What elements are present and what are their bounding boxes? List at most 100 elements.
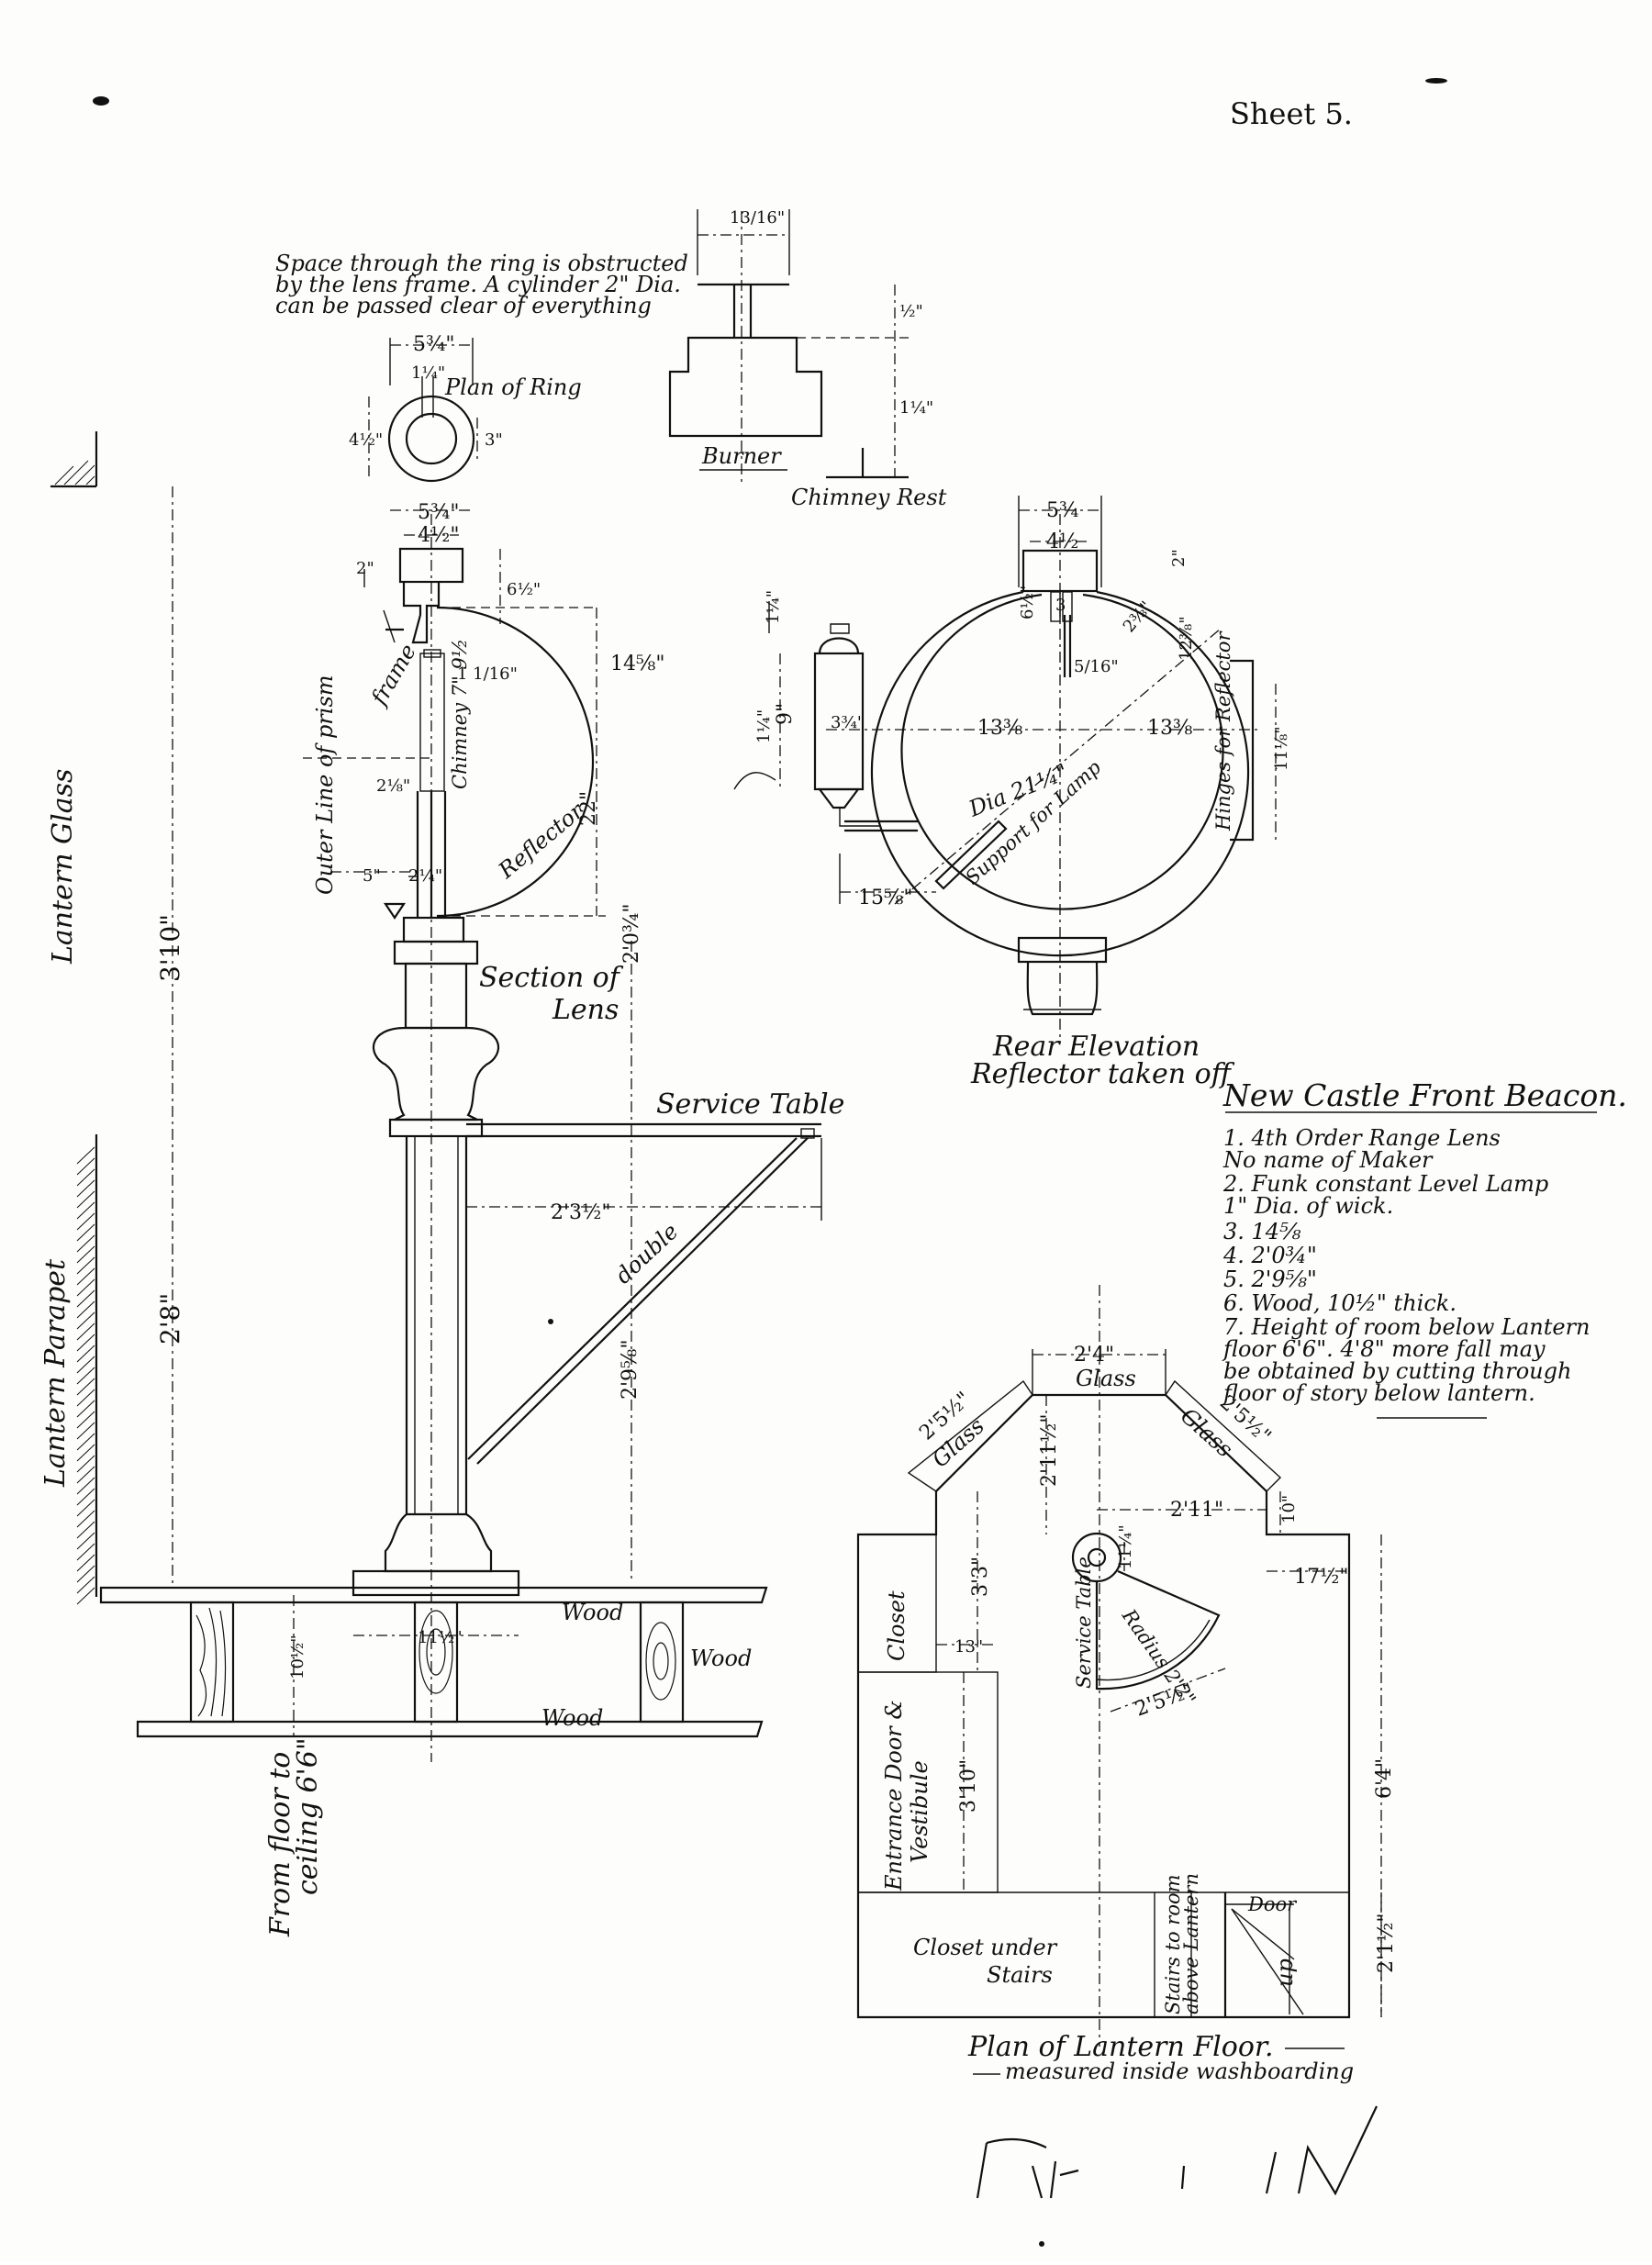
closet-under-label-2: Stairs [987,1962,1053,1988]
chimney-label: Chimney 7" 9½ [449,639,471,789]
ring-note-line-1: Space through the ring is obstructed [275,251,688,276]
lantern-glass-label: Lantern Glass [47,769,79,965]
dim-p33: 3'3" [969,1556,992,1597]
dim-s6: 6½" [507,580,541,599]
glass-top-label: Glass [1076,1366,1136,1391]
dim-r9: 9" [774,703,797,725]
outer-line-of-prism-label: Outer Line of prism [312,675,338,895]
dim-p24: 2'4" [1074,1344,1114,1367]
door-label: Door [1247,1893,1298,1915]
frame-label: frame [365,640,421,711]
dim-r23: 2⅜" [1120,597,1156,636]
reflector-label: Reflector [493,797,589,884]
entrance-label-2: Vestibule [907,1760,932,1863]
dim-s24: 2¼" [408,866,442,886]
lantern-parapet-label: Lantern Parapet [39,1258,72,1488]
note-line-10: floor 6'6". 4'8" more fall may [1222,1336,1546,1362]
ring-note-line-2: by the lens frame. A cylinder 2" Dia. [275,272,681,297]
section-of-lens-label-2: Lens [552,994,619,1026]
note-line-6: 4. 2'0¾" [1222,1243,1317,1268]
lantern-wall: 3'10" 2'8" Lantern Glass Lantern Parapet [39,431,185,1605]
dim-p10: 10" [1279,1495,1299,1523]
dim-p172: 17½" [1294,1566,1348,1589]
dim-r42: 4½ [1046,530,1078,553]
floor-section: Wood Wood Wood 11½" 10½" From floor to c… [99,1586,768,1937]
note-line-11: be obtained by cutting through [1223,1358,1571,1384]
dim-r118: 11⅛" [1272,726,1291,771]
floor-to-ceiling-label-2: ceiling 6'6" [292,1737,324,1895]
dim-p112: 11¼" [1116,1524,1135,1569]
dim-top-54: 5¾" [418,501,459,524]
dim-r54: 5¾ [1046,499,1078,522]
closet-under-label-1: Closet under [913,1935,1058,1960]
dim-r2: 2" [1169,549,1189,567]
note-line-4: 1" Dia. of wick. [1223,1193,1393,1219]
beacon-notes: New Castle Front Beacon. 1. 4th Order Ra… [1222,1077,1627,1419]
stairs-label-1: Stairs to room [1162,1874,1184,2014]
notes-title: New Castle Front Beacon. [1222,1077,1627,1113]
dim-r6: 6½" [1018,586,1037,619]
dim-s145: 14⅝" [610,653,664,675]
note-line-12: floor of story below lantern. [1222,1380,1535,1406]
note-line-7: 5. 2'9⅝" [1223,1266,1317,1292]
dim-r34: 3¾" [831,713,865,732]
dim-r14b: 1¼" [754,709,774,743]
note-line-9: 7. Height of room below Lantern [1223,1314,1591,1340]
up-label: up [1272,1958,1298,1987]
parapet-hatch [76,1146,95,1605]
dim-s298: 2'9⅝" [619,1340,642,1400]
wood-right-label: Wood [690,1646,752,1671]
dim-r138a: 13⅜ [977,717,1022,740]
dim-r516: 5/16" [1074,657,1119,676]
service-table-plan-label: Service Table [1073,1556,1095,1689]
dim-s116: 1 1/16" [457,664,518,684]
sheet-number: Sheet 5. [1230,96,1353,131]
hinges-label: Hinges for Reflector [1212,630,1234,831]
dim-s204: 2'0¾" [620,904,643,964]
note-line-2: No name of Maker [1222,1147,1434,1173]
dim-burner-top: 13/16" [730,208,785,228]
dim-burner-h1: ½" [899,302,923,321]
dim-p2-11: 2'11" [1170,1499,1223,1522]
paper-specks [93,78,1447,2247]
service-table-label: Service Table [656,1088,844,1121]
dim-r3: 3 [1055,596,1066,615]
floor-to-ceiling-label-1: From floor to [264,1752,296,1937]
dim-r138b: 13⅜ [1147,717,1192,740]
plan-of-ring-label: Plan of Ring [444,374,582,400]
plan-title: Plan of Lantern Floor. [967,2031,1273,2063]
dim-s22: 22" [577,791,600,826]
stairs-label-2: above Lantern [1180,1873,1202,2014]
section-of-lens: 5¾" 4½" 2" 6½" 14⅝" 22" Reflector 1 1/16… [303,501,844,1762]
rear-elevation-label-1: Rear Elevation [992,1031,1200,1063]
dim-s10: 10½" [288,1635,307,1679]
dim-s11: 11½" [418,1628,463,1647]
dim-ring-h1: 4½" [349,430,383,450]
dim-p64: 6'4" [1373,1758,1396,1799]
dim-s2: 2" [356,559,374,578]
dim-r15: 15⅝" [858,887,912,909]
section-of-lens-label-1: Section of [479,962,624,994]
dim-310-vert: 3'10" [155,914,185,982]
burner-label: Burner [701,443,782,469]
dim-top-42: 4½" [418,524,459,547]
double-label: double [610,1219,683,1289]
dim-ring-inner: 1¼" [411,363,445,383]
burner: 13/16" ½" 1¼" Burner Chimney Rest [668,208,947,510]
note-line-3: 2. Funk constant Level Lamp [1222,1171,1548,1197]
dim-s232: 2'3½" [551,1201,610,1224]
dim-p252c: 2'5½" [1133,1679,1197,1722]
rear-elevation-label-2: Reflector taken off [970,1058,1235,1090]
ring-note: Space through the ring is obstructed by … [275,251,688,318]
dim-ring-h2: 3" [485,430,503,450]
closet-label: Closet [884,1590,910,1661]
dim-r128: 12⅜" [1177,616,1196,661]
dim-p13: 13" [954,1637,983,1657]
dim-burner-h2: 1¼" [899,398,933,418]
dim-s21: 2⅛" [376,776,410,796]
dim-28-vert: 2'8" [155,1293,185,1344]
rear-elevation: 5¾ 4½ 3 5/16" 6½" 2⅜" 2" 12⅜" 13⅜ 13⅜ Di… [733,496,1291,1090]
dim-s5: 5" [363,866,381,886]
note-line-8: 6. Wood, 10½" thick. [1223,1290,1457,1316]
